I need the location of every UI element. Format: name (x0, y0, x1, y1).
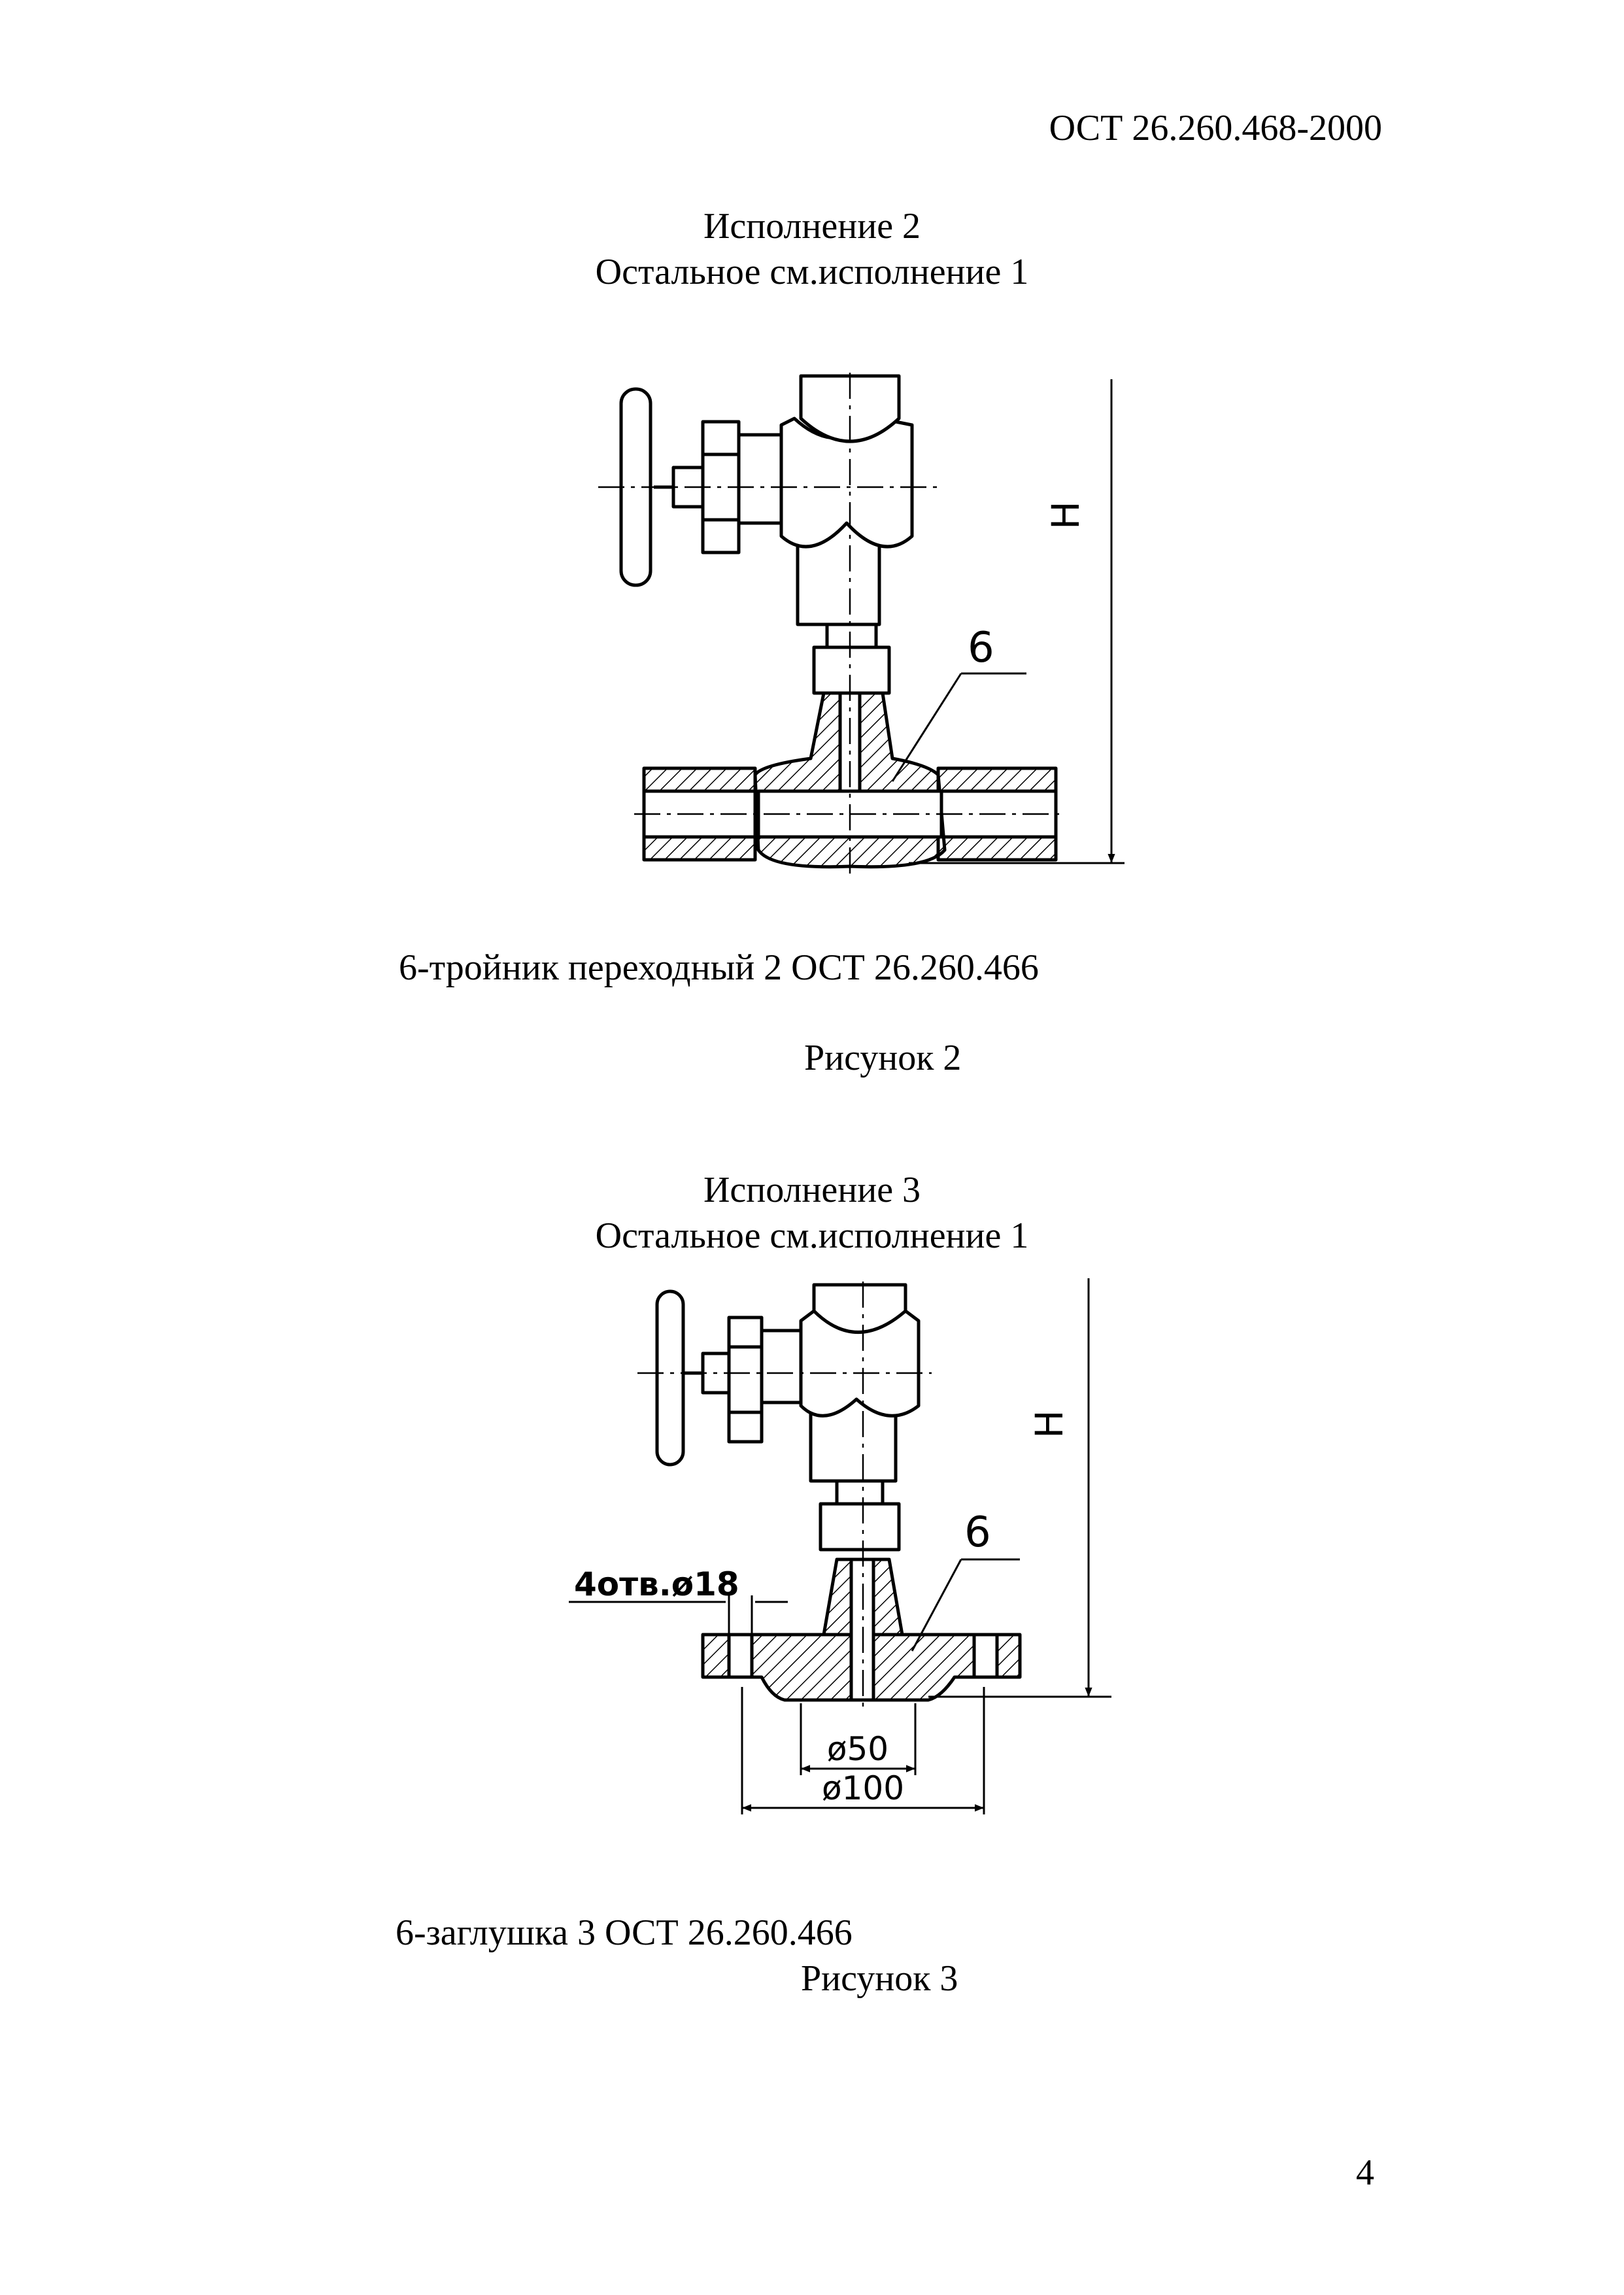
figure3-legend: 6-заглушка 3 ОСТ 26.260.466 (396, 1912, 853, 1953)
figure3-subtitle: Остальное см.исполнение 1 (595, 1216, 1029, 1256)
figure2-subtitle: Остальное см.исполнение 1 (595, 252, 1029, 292)
figure3-dim-label: Н (1027, 1410, 1072, 1438)
figure2-callout: 6 (968, 624, 994, 672)
figure3-drawing: Н 6 4отв.ø18 ø50 ø100 (569, 1278, 1111, 1814)
figure2-dim-label: Н (1043, 501, 1088, 530)
page-number: 4 (1356, 2152, 1374, 2193)
figure3-callout: 6 (964, 1508, 991, 1557)
figure2-legend: 6-тройник переходный 2 ОСТ 26.260.466 (399, 947, 1039, 988)
document-code: ОСТ 26.260.468-2000 (1049, 108, 1382, 148)
figure3-holes-label: 4отв.ø18 (574, 1565, 739, 1603)
figure2-title: Исполнение 2 (703, 206, 921, 246)
figure3-caption: Рисунок 3 (801, 1958, 958, 1999)
figure3-dia-inner: ø50 (827, 1730, 888, 1768)
figure3-dia-outer: ø100 (822, 1769, 904, 1807)
figure2-drawing: Н 6 (598, 373, 1125, 876)
figure3-title: Исполнение 3 (703, 1170, 921, 1210)
figure2-caption: Рисунок 2 (804, 1038, 962, 1078)
